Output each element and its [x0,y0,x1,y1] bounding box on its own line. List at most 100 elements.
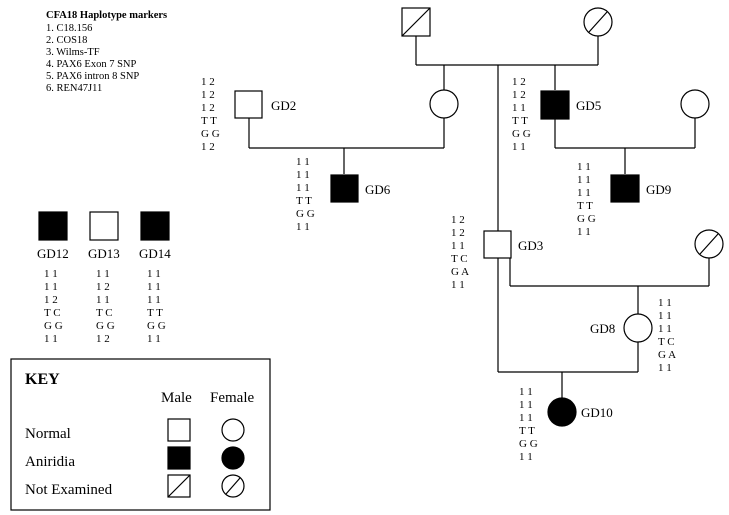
haplotype-allele-pair: 1 1 [44,281,58,293]
haplotype-allele-pair: 1 1 [147,268,161,280]
haplotype-allele-pair: 1 1 [577,174,591,186]
haplotype-allele-pair: 1 1 [519,451,533,463]
key-col-female: Female [210,390,254,406]
haplotype-allele-pair: T C [44,307,61,319]
haplotype-allele-pair: 1 1 [658,310,672,322]
key-female-normal-symbol [221,418,245,442]
haplotype-allele-pair: 1 2 [451,214,465,226]
haplotype-allele-pair: G G [519,438,538,450]
haplotype-allele-pair: 1 1 [296,182,310,194]
legend-item: 5. PAX6 intron 8 SNP [46,71,139,82]
haplotype-allele-pair: G G [96,320,115,332]
haplotype-gd8: 1 1 1 1 1 1 T C G A 1 1 [658,297,676,374]
individual-gd3: GD3 1 2 1 2 1 1 T C G A 1 1 [451,214,543,291]
haplotype-allele-pair: 1 1 [519,412,533,424]
haplotype-allele-pair: G A [451,266,469,278]
haplotype-allele-pair: 1 1 [451,240,465,252]
haplotype-gd13: 1 1 1 2 1 1 T C G G 1 2 [96,268,115,345]
legend-title: CFA18 Haplotype markers [46,10,167,21]
haplotype-allele-pair: 1 1 [519,386,533,398]
key-male-aniridia-symbol [167,446,191,470]
individual-label: GD14 [139,246,171,261]
haplotype-allele-pair: 1 1 [44,333,58,345]
male-normal-symbol [483,230,512,259]
key-title: KEY [25,371,60,388]
female-not-examined [694,229,724,259]
individual-gd9: GD9 1 1 1 1 1 1 T T G G 1 1 [577,161,671,238]
legend-item: 1. C18.156 [46,23,92,34]
haplotype-gd2: 1 2 1 2 1 2 T T G G 1 2 [201,76,220,153]
male-aniridia-symbol [330,174,359,203]
male-aniridia-symbol [540,90,570,120]
legend-item: 3. Wilms-TF [46,47,100,58]
key-row-not-examined: Not Examined [25,482,113,498]
haplotype-allele-pair: 1 2 [96,333,110,345]
individual-label: GD2 [271,98,296,113]
haplotype-allele-pair: 1 2 [201,141,215,153]
haplotype-gd3: 1 2 1 2 1 1 T C G A 1 1 [451,214,469,291]
haplotype-allele-pair: 1 1 [451,279,465,291]
haplotype-allele-pair: T T [201,115,217,127]
female-normal-symbol [623,313,653,343]
male-aniridia-symbol [610,174,640,203]
haplotype-allele-pair: 1 1 [519,399,533,411]
male-aniridia-symbol [140,211,170,241]
haplotype-allele-pair: 1 2 [44,294,58,306]
individual-label: GD10 [581,405,613,420]
founder-male-not-examined [401,7,431,37]
haplotype-allele-pair: 1 1 [147,294,161,306]
individual-label: GD3 [518,238,543,253]
haplotype-allele-pair: 1 2 [201,102,215,114]
haplotype-allele-pair: T T [147,307,163,319]
haplotype-allele-pair: G A [658,349,676,361]
haplotype-allele-pair: 1 1 [96,294,110,306]
haplotype-allele-pair: G G [147,320,166,332]
key-female-not-examined-symbol [221,474,245,498]
male-normal-symbol [234,90,263,119]
haplotype-allele-pair: 1 1 [44,268,58,280]
haplotype-allele-pair: 1 2 [512,89,526,101]
haplotype-allele-pair: T T [577,200,593,212]
haplotype-allele-pair: 1 1 [296,221,310,233]
haplotype-allele-pair: 1 1 [296,156,310,168]
haplotype-gd10: 1 1 1 1 1 1 T T G G 1 1 [519,386,538,463]
haplotype-allele-pair: T C [96,307,113,319]
haplotype-gd9: 1 1 1 1 1 1 T T G G 1 1 [577,161,596,238]
individual-gd6: GD6 1 1 1 1 1 1 T T G G 1 1 [296,156,391,233]
individual-label: GD6 [365,182,391,197]
symbol-key: KEY Male Female Normal Aniridia Not Exam… [10,358,271,511]
individual-gd13: GD13 1 1 1 2 1 1 T C G G 1 2 [88,211,120,345]
haplotype-allele-pair: 1 1 [577,187,591,199]
individual-label: GD8 [590,321,615,336]
key-row-aniridia: Aniridia [25,454,75,470]
haplotype-allele-pair: T T [296,195,312,207]
male-normal-symbol [89,211,119,241]
key-male-normal-symbol [167,418,191,442]
haplotype-allele-pair: 1 1 [147,281,161,293]
individual-gd12: GD12 1 1 1 1 1 2 T C G G 1 1 [37,211,69,345]
legend-item: 2. COS18 [46,35,87,46]
haplotype-allele-pair: 1 1 [512,141,526,153]
haplotype-allele-pair: G G [296,208,315,220]
individual-gd2: GD2 1 2 1 2 1 2 T T G G 1 2 [201,76,296,153]
key-male-not-examined-symbol [167,474,191,498]
individual-label: GD5 [576,98,601,113]
individual-gd10: GD10 1 1 1 1 1 1 T T G G 1 1 [519,386,613,463]
individual-gd5: GD5 1 2 1 2 1 1 T T G G 1 1 [512,76,601,153]
haplotype-allele-pair: 1 1 [512,102,526,114]
haplotype-allele-pair: T C [451,253,468,265]
haplotype-allele-pair: 1 1 [577,161,591,173]
haplotype-gd12: 1 1 1 1 1 2 T C G G 1 1 [44,268,63,345]
haplotype-allele-pair: G G [201,128,220,140]
key-female-aniridia-symbol [221,446,245,470]
haplotype-allele-pair: T C [658,336,675,348]
haplotype-allele-pair: G G [577,213,596,225]
haplotype-allele-pair: 1 1 [147,333,161,345]
female-aniridia-symbol [547,397,577,427]
haplotype-gd14: 1 1 1 1 1 1 T T G G 1 1 [147,268,166,345]
haplotype-allele-pair: G G [44,320,63,332]
haplotype-allele-pair: T T [519,425,535,437]
marker-legend: CFA18 Haplotype markers 1. C18.156 2. CO… [46,10,167,94]
haplotype-allele-pair: T T [512,115,528,127]
